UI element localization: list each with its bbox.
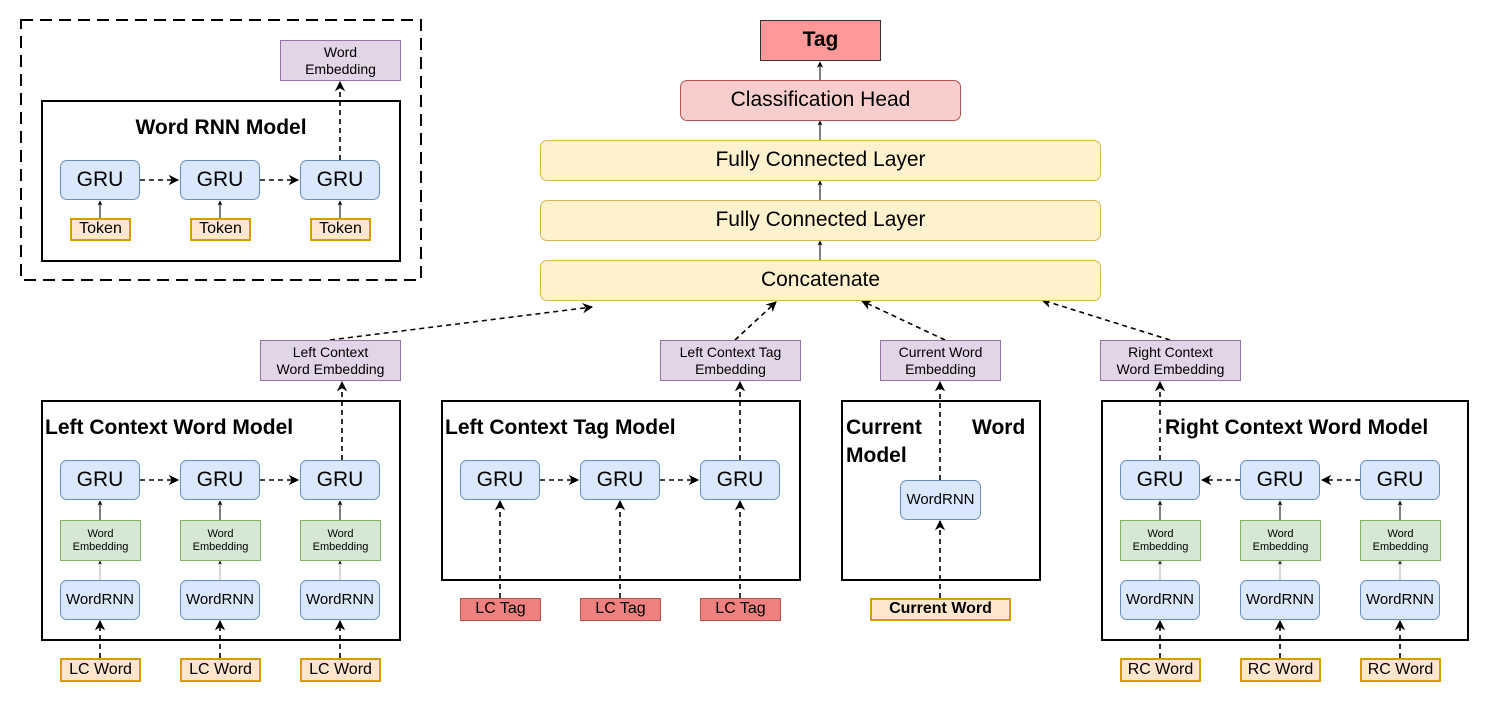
lc-word-input-1: LC Word [60,658,141,682]
rc-word-input-2: RC Word [1240,658,1321,682]
rc-word-embedding-2: Word Embedding [1240,520,1321,561]
lc-word-embedding-2: Word Embedding [180,520,261,561]
lc-wordrnn-1: WordRNN [60,580,140,620]
current-word-embedding: Current Word Embedding [880,340,1001,381]
fully-connected-layer-2: Fully Connected Layer [540,200,1101,241]
fully-connected-layer-1: Fully Connected Layer [540,140,1101,181]
lc-word-gru-2: GRU [180,460,260,500]
rc-wordrnn-3: WordRNN [1360,580,1440,620]
current-word-input: Current Word [870,598,1011,621]
rc-wordrnn-1: WordRNN [1120,580,1200,620]
current-word-model-title-model: Model [846,444,907,467]
right-context-word-model-frame [1101,400,1469,641]
left-context-word-model-frame [41,400,401,641]
lc-tag-gru-1: GRU [460,460,540,500]
rc-word-gru-1: GRU [1120,460,1200,500]
token-input-1: Token [70,218,131,241]
lc-tag-gru-2: GRU [580,460,660,500]
lc-tag-input-1: LC Tag [460,598,541,621]
left-context-tag-model-title: Left Context Tag Model [445,416,676,439]
lc-wordrnn-3: WordRNN [300,580,380,620]
current-word-model-title-word: Word [972,416,1026,439]
left-context-tag-embedding: Left Context Tag Embedding [660,340,801,381]
classification-head: Classification Head [680,80,961,121]
right-context-word-model-title: Right Context Word Model [1165,416,1429,439]
lc-word-embedding-1: Word Embedding [60,520,141,561]
rc-word-embedding-3: Word Embedding [1360,520,1441,561]
current-wordrnn: WordRNN [900,480,981,520]
word-rnn-gru-2: GRU [180,160,260,200]
rc-word-gru-3: GRU [1360,460,1440,500]
lc-word-gru-1: GRU [60,460,140,500]
rc-word-embedding-1: Word Embedding [1120,520,1201,561]
rc-word-input-3: RC Word [1360,658,1441,682]
right-context-word-embedding: Right Context Word Embedding [1100,340,1241,381]
word-rnn-gru-3: GRU [300,160,380,200]
rc-wordrnn-2: WordRNN [1240,580,1320,620]
lc-wordrnn-2: WordRNN [180,580,260,620]
lc-tag-input-3: LC Tag [700,598,781,621]
concatenate-layer: Concatenate [540,260,1101,301]
lc-word-input-2: LC Word [180,658,261,682]
lc-tag-input-2: LC Tag [580,598,661,621]
word-rnn-model-frame [41,100,401,262]
current-word-model-frame [841,400,1041,581]
rc-word-gru-2: GRU [1240,460,1320,500]
lc-word-input-3: LC Word [300,658,381,682]
word-rnn-model-title: Word RNN Model [135,116,307,139]
lc-word-gru-3: GRU [300,460,380,500]
tag-output: Tag [760,20,881,61]
token-input-3: Token [310,218,371,241]
word-rnn-gru-1: GRU [60,160,140,200]
lc-word-embedding-3: Word Embedding [300,520,381,561]
left-context-word-embedding: Left Context Word Embedding [260,340,401,381]
current-word-model-title-current: Current [846,416,922,439]
word-embedding-output: Word Embedding [280,40,401,81]
lc-tag-gru-3: GRU [700,460,780,500]
token-input-2: Token [190,218,251,241]
rc-word-input-1: RC Word [1120,658,1201,682]
left-context-word-model-title: Left Context Word Model [45,416,294,439]
left-context-tag-model-frame [441,400,801,581]
